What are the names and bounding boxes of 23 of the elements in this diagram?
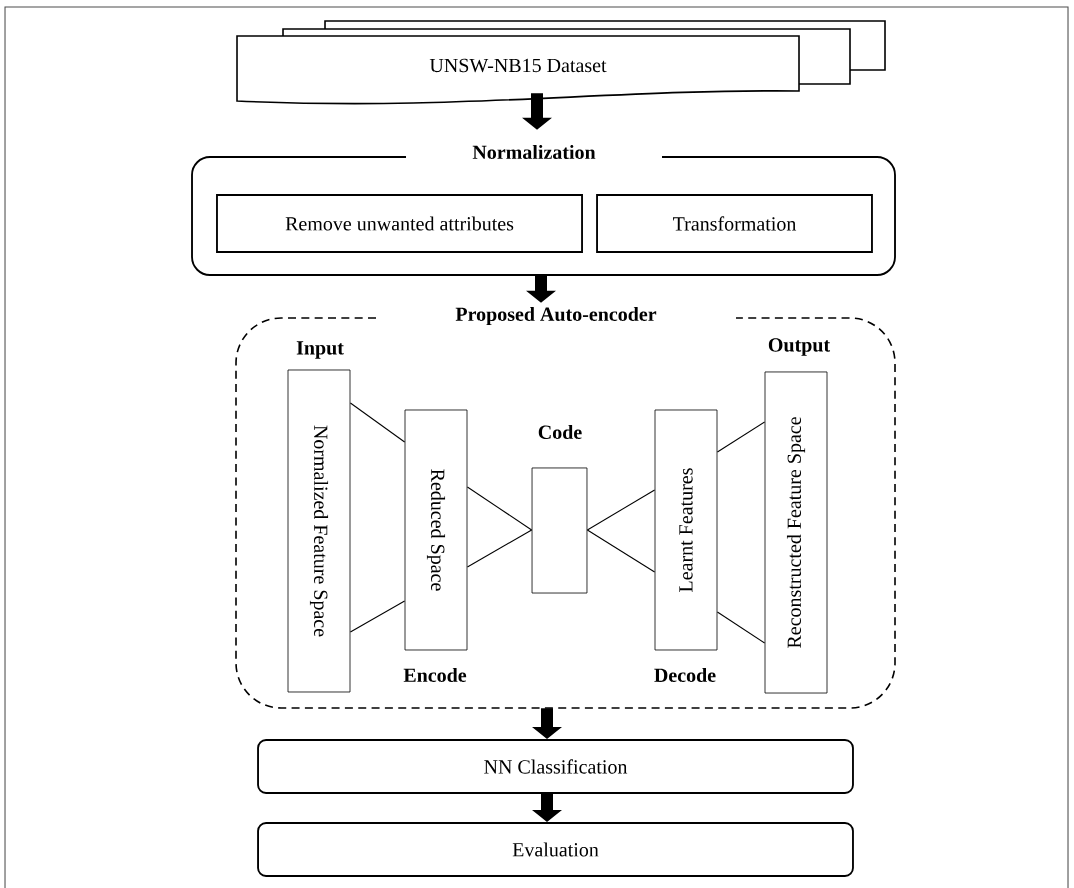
- process-box: Remove unwanted attributes: [216, 194, 583, 253]
- connection-line: [716, 421, 766, 453]
- layer-label: Encode: [403, 667, 467, 683]
- layer-box: Reduced Space: [404, 409, 468, 651]
- connection-line: [466, 529, 533, 568]
- layer-label: Decode: [654, 667, 716, 683]
- connection-line: [586, 529, 656, 573]
- layer-box: Learnt Features: [654, 409, 718, 651]
- layer-box: Normalized Feature Space: [287, 369, 351, 693]
- document-stack: UNSW-NB15 Dataset: [236, 20, 886, 105]
- connection-line: [716, 611, 766, 644]
- layer-label: Output: [768, 338, 831, 356]
- connection-line: [586, 489, 656, 531]
- step-box: Evaluation: [257, 822, 854, 877]
- layer-box: Reconstructed Feature Space: [764, 371, 828, 694]
- connection-line: [466, 486, 533, 531]
- process-box: Transformation: [596, 194, 873, 253]
- step-box: NN Classification: [257, 739, 854, 794]
- layer-box: [531, 467, 588, 594]
- connection-line: [349, 402, 406, 443]
- layer-label: Input: [296, 341, 344, 359]
- connection-line: [349, 600, 406, 633]
- layer-label: Code: [538, 424, 582, 440]
